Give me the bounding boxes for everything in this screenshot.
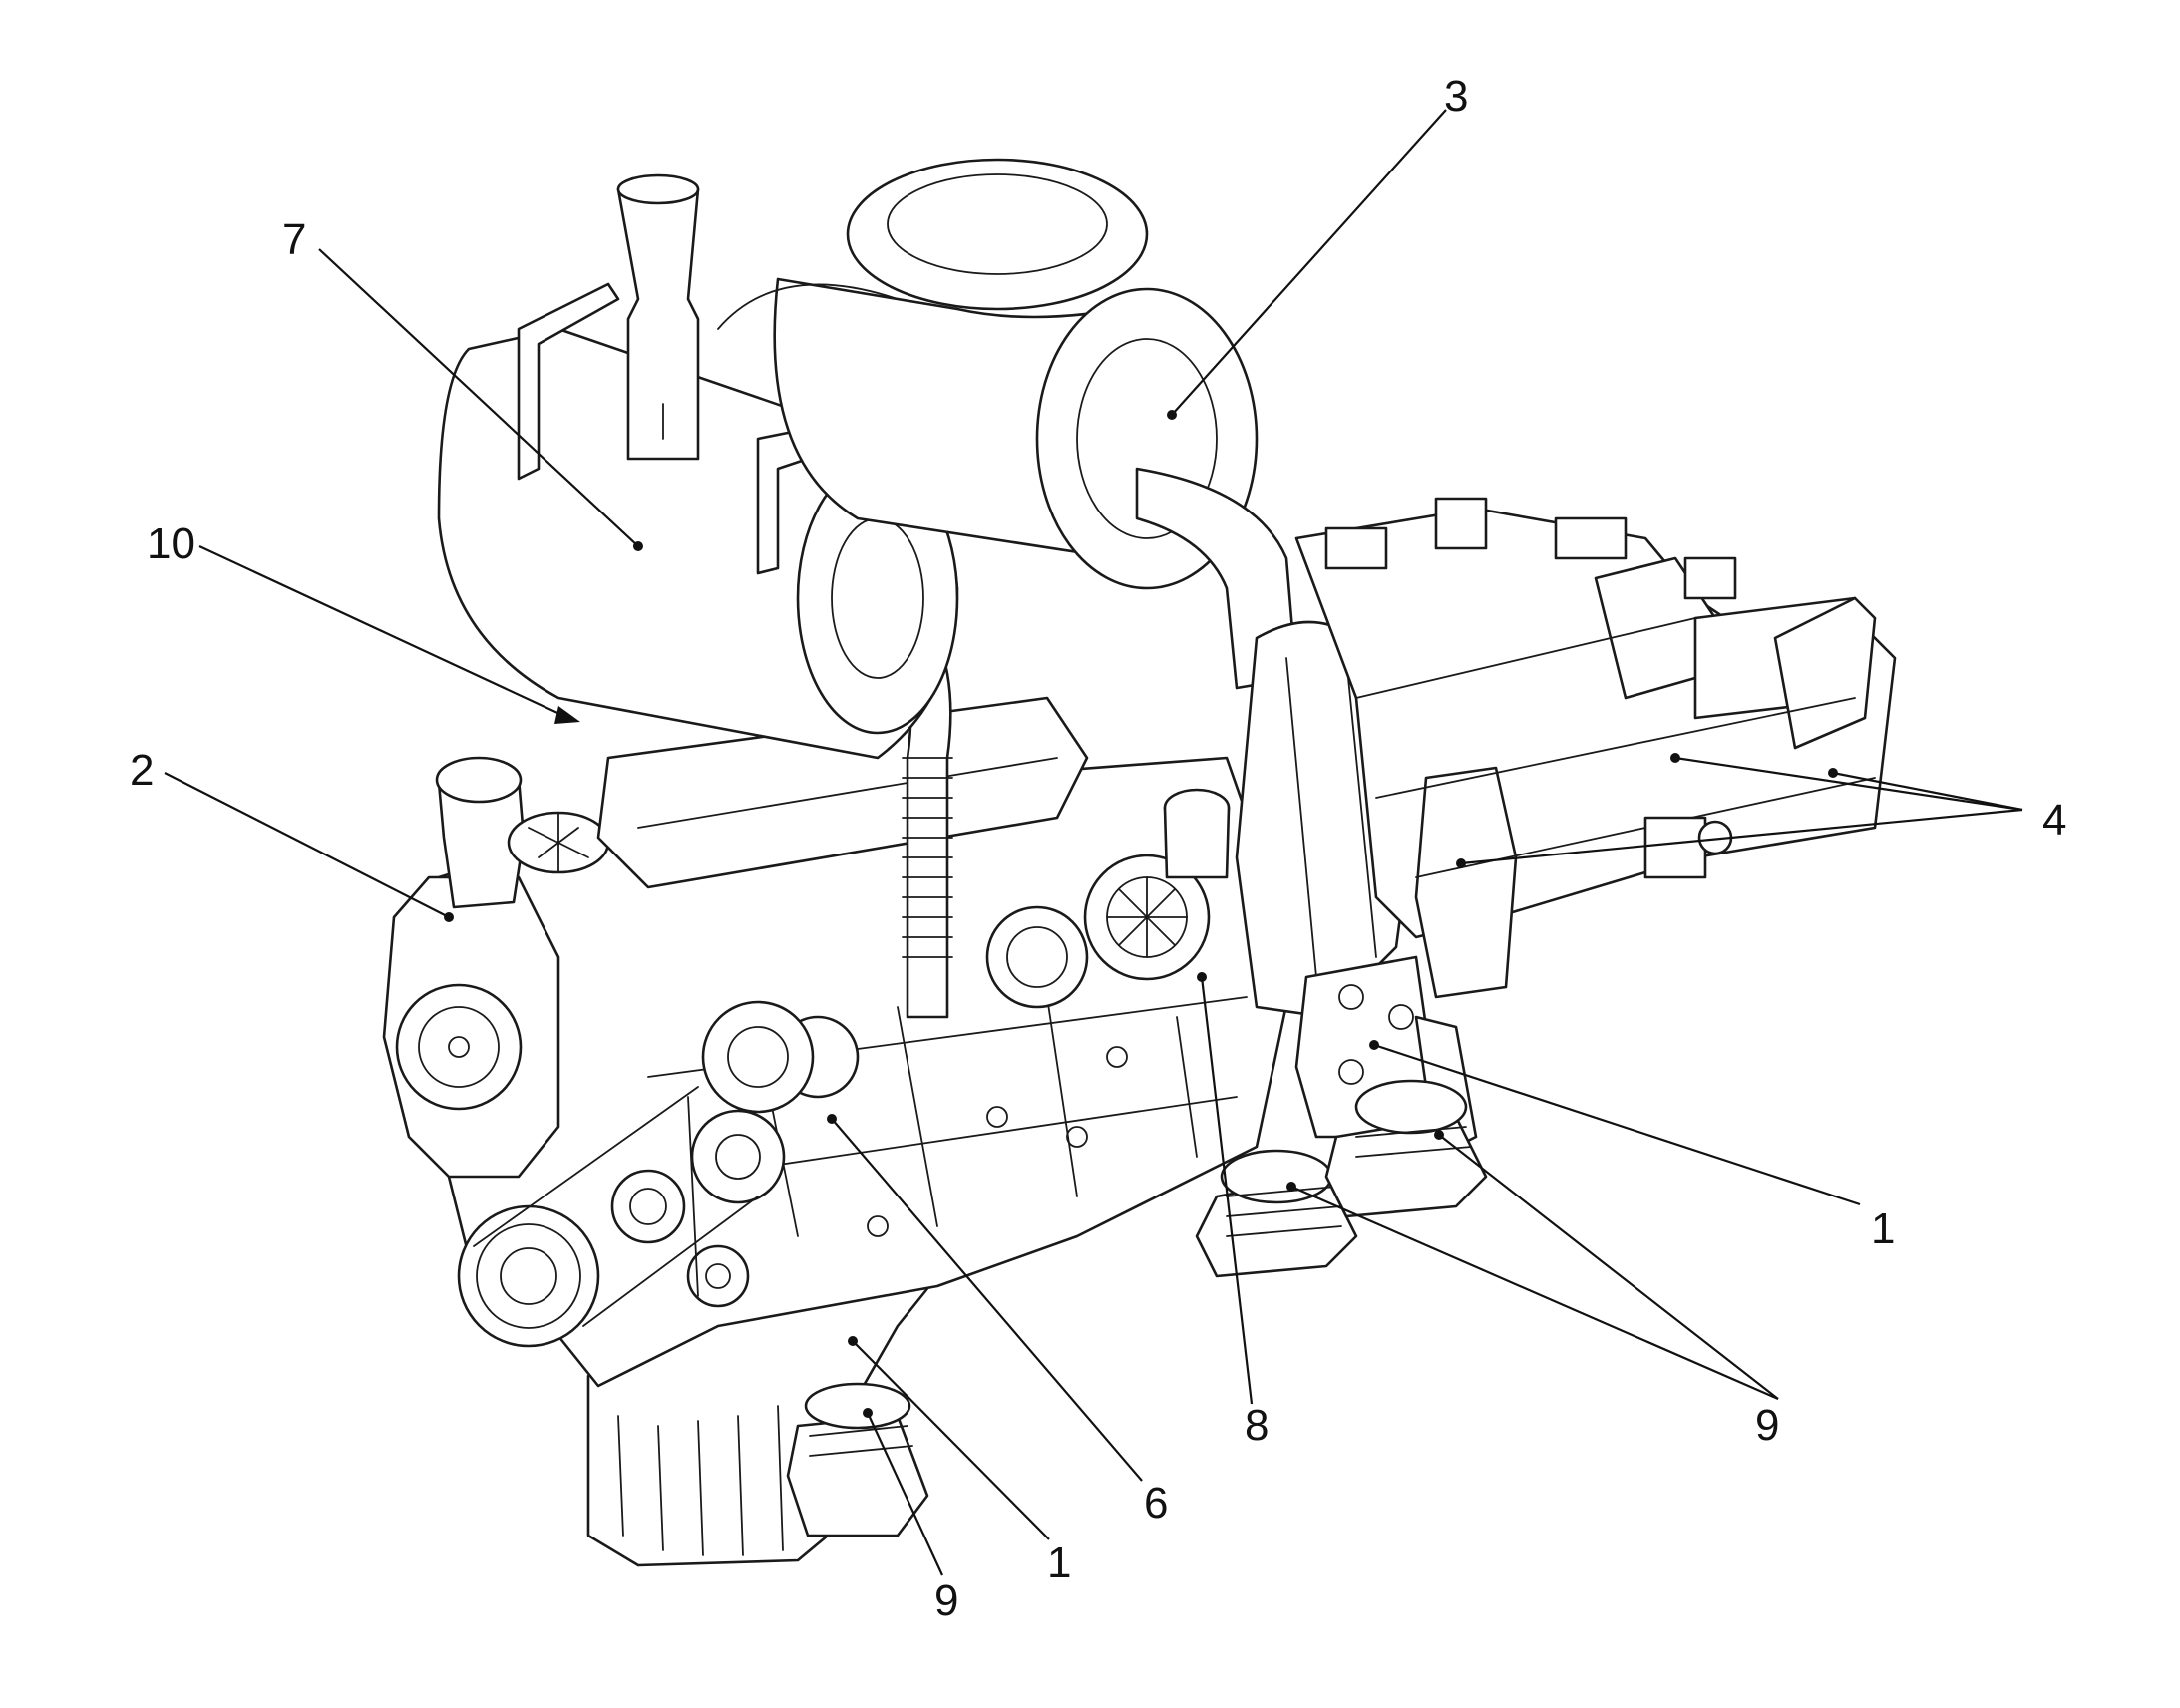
callout-4: 4 <box>2042 796 2066 845</box>
callout-1-bottom: 1 <box>1047 1538 1071 1587</box>
callout-6: 6 <box>1144 1479 1168 1528</box>
callout-labels: 7 10 2 3 4 1 9 8 6 1 9 <box>130 72 2066 1625</box>
engine-drawing <box>382 158 1897 1567</box>
mount-rear-right <box>1324 1079 1488 1218</box>
mount-rear-left <box>1195 1149 1358 1278</box>
callout-7: 7 <box>282 215 306 264</box>
callout-1-right: 1 <box>1871 1204 1895 1253</box>
callout-9-right: 9 <box>1755 1401 1779 1450</box>
callout-9-bottom: 9 <box>934 1576 958 1625</box>
callout-leaders <box>164 109 2023 1576</box>
callout-2: 2 <box>130 746 154 795</box>
callout-3: 3 <box>1444 72 1468 121</box>
callout-8: 8 <box>1245 1401 1269 1450</box>
callout-10: 10 <box>147 519 195 568</box>
mount-front <box>786 1382 929 1537</box>
